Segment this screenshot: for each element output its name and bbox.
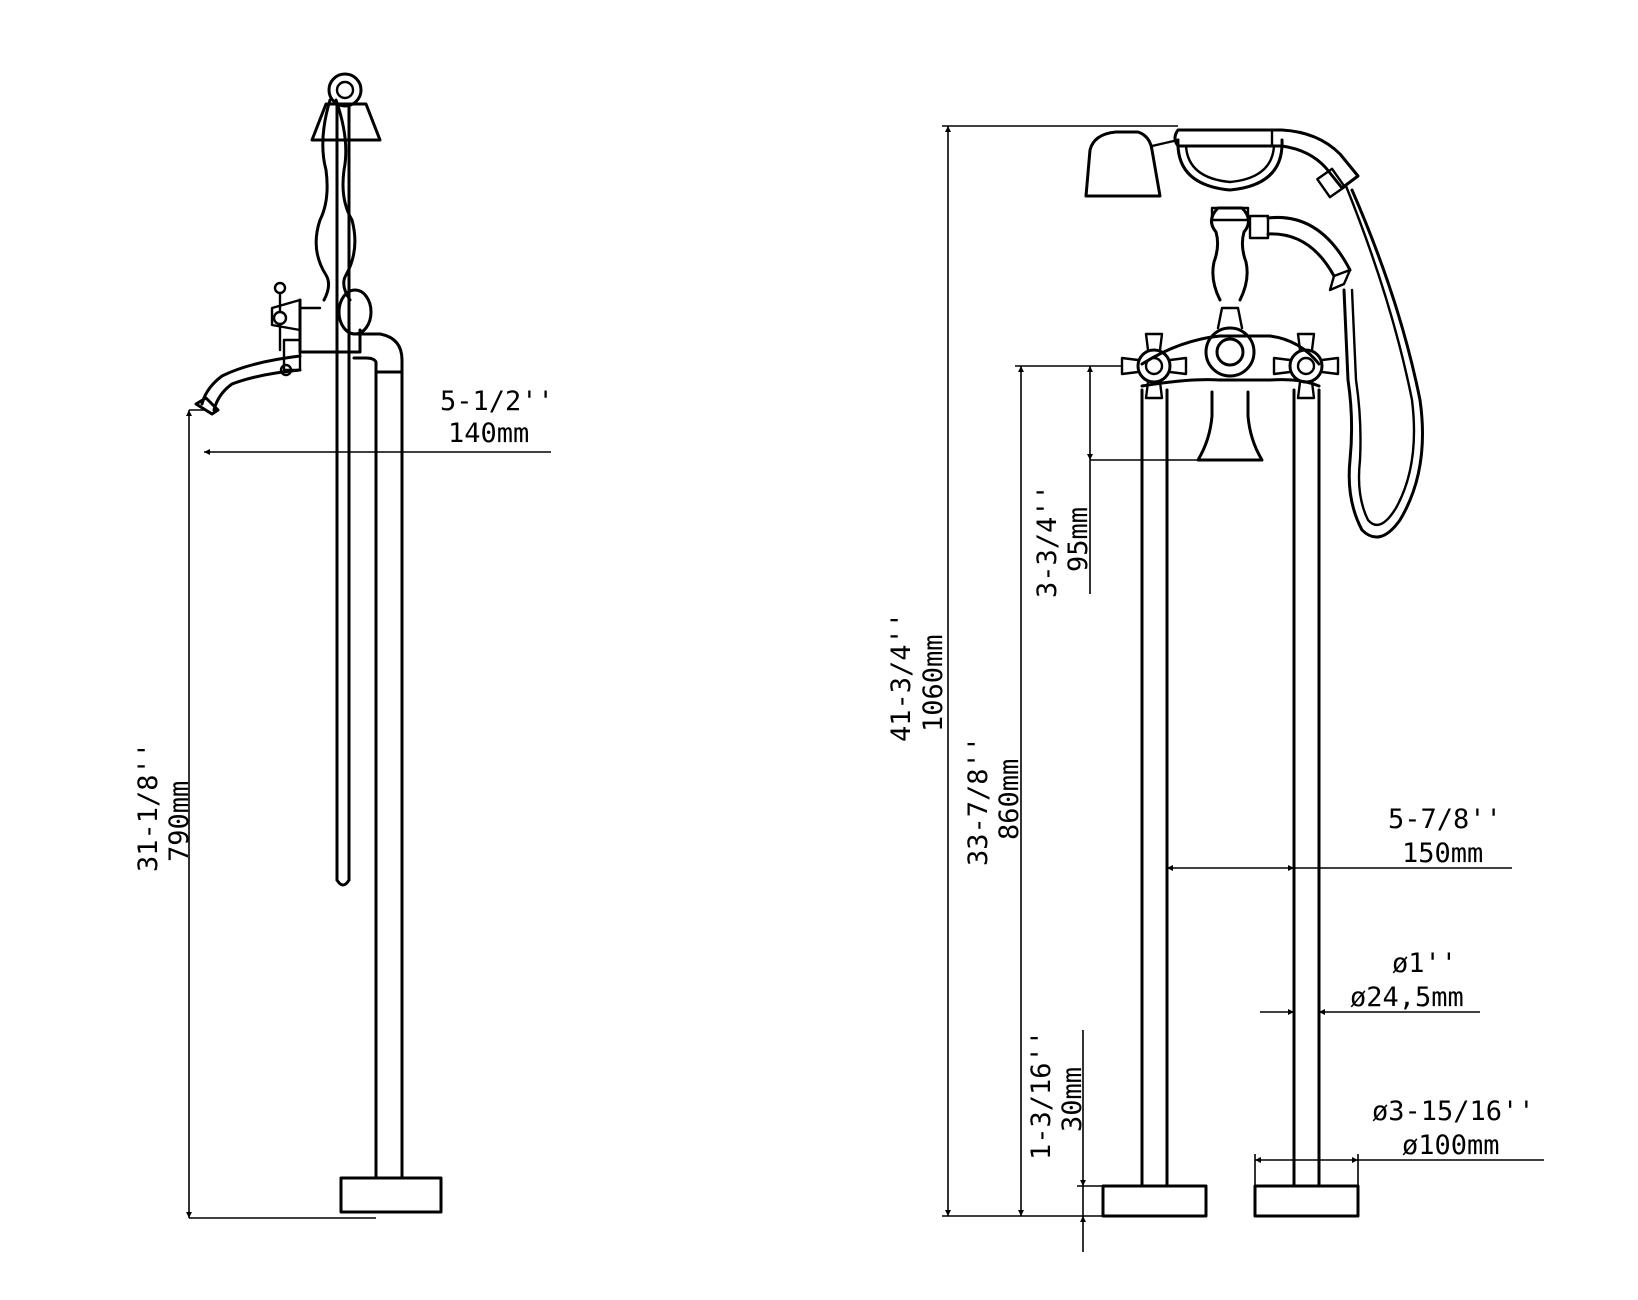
dim-pipe-diameter-imperial: ø1'' — [1392, 948, 1457, 979]
dim-base-diameter-imperial: ø3-15/16'' — [1372, 1096, 1535, 1127]
side-cradle-right — [334, 98, 357, 302]
side-base-plate — [339, 1176, 443, 1214]
side-elbow — [352, 332, 404, 374]
side-spout-top — [200, 354, 302, 406]
side-hose-end — [335, 878, 351, 887]
side-shower-ring — [327, 72, 363, 108]
front-valve-cap — [1216, 306, 1244, 330]
front-spout — [1196, 390, 1264, 462]
dim-leg-spacing-imperial: 5-7/8'' — [1388, 804, 1502, 835]
dim-spout-height-imperial: 31-1/8'' — [133, 742, 164, 872]
dim-spout-height-metric: 790mm — [164, 781, 195, 862]
side-mixer-boss — [337, 288, 373, 336]
side-cradle-left — [314, 98, 332, 302]
side-handles — [270, 281, 322, 377]
front-view: 41-3/4'' 1060mm 33-7/8'' 860mm 3-3/4'' 9… — [886, 125, 1544, 1252]
dim-base-diameter-metric: ø100mm — [1402, 1130, 1500, 1161]
dim-leg-spacing-metric: 150mm — [1402, 838, 1483, 869]
front-center-valve — [1204, 326, 1256, 378]
front-cradle-column — [1210, 206, 1250, 302]
side-view: 5-1/2'' 140mm 31-1/8'' 790mm — [133, 72, 554, 1219]
front-hose-connector — [1248, 214, 1270, 240]
front-base-left — [1101, 1184, 1208, 1218]
dim-pipe-diameter-metric: ø24,5mm — [1350, 982, 1464, 1013]
front-handle-left — [1120, 332, 1188, 400]
front-base-right — [1253, 1184, 1360, 1218]
dim-handle-height-imperial: 33-7/8'' — [963, 736, 994, 866]
dim-total-height-metric: 1060mm — [918, 634, 949, 732]
dim-base-height-metric: 30mm — [1057, 1067, 1088, 1132]
dim-spout-drop-imperial: 3-3/4'' — [1032, 484, 1063, 598]
side-spout-bottom — [212, 368, 302, 412]
dim-total-height-imperial: 41-3/4'' — [886, 612, 917, 742]
front-cradle-bowl — [1176, 138, 1284, 192]
front-hose-pipe-bottom — [1266, 232, 1336, 278]
dim-spout-drop-metric: 95mm — [1063, 507, 1094, 572]
front-hose-cord — [1342, 188, 1424, 539]
dim-spout-reach-imperial: 5-1/2'' — [440, 386, 554, 417]
dim-base-height-imperial: 1-3/16'' — [1026, 1030, 1057, 1160]
dim-handle-height-metric: 860mm — [994, 759, 1025, 840]
front-mixer-bar-bottom — [1140, 378, 1321, 388]
front-hose-pipe-top — [1266, 215, 1352, 272]
front-shower-bell — [1084, 130, 1162, 198]
side-shower-cone — [310, 102, 382, 142]
dim-spout-reach-metric: 140mm — [448, 418, 529, 449]
front-handle-right — [1272, 332, 1340, 400]
side-spout-tip — [194, 396, 220, 416]
